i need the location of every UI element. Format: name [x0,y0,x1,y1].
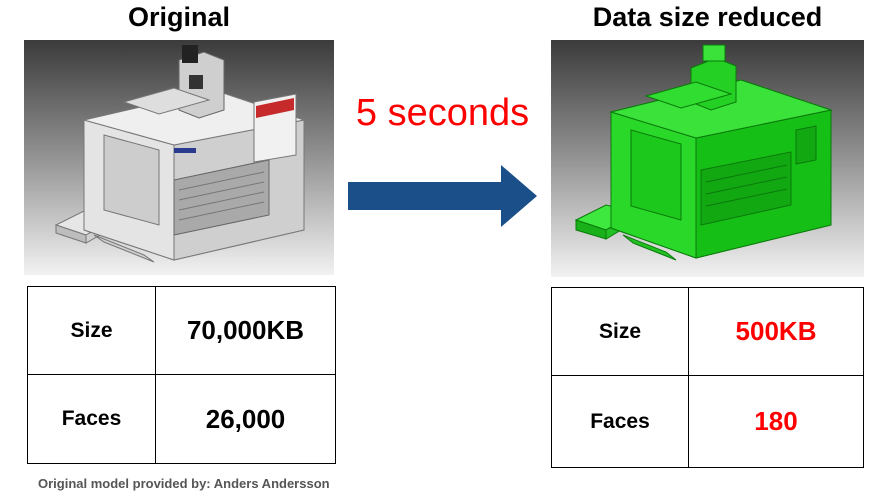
faces-value: 26,000 [155,374,336,464]
reduced-stats-table: Size 500KB Faces 180 [551,287,864,468]
table-row: Faces 26,000 [27,374,336,464]
original-stats-table: Size 70,000KB Faces 26,000 [27,286,336,464]
arrow-right-icon [348,165,537,227]
size-label: Size [551,287,689,376]
reduced-title: Data size reduced [592,2,823,32]
transition-label: 5 seconds [355,92,530,134]
faces-label: Faces [551,375,689,468]
reduced-model-image [551,40,864,277]
original-title: Original [127,2,230,32]
faces-value: 180 [688,375,864,468]
reduced-machining-center-icon [574,44,833,261]
size-value: 70,000KB [155,286,336,375]
table-row: Faces 180 [551,375,864,468]
size-value: 500KB [688,287,864,376]
table-row: Size 70,000KB [27,286,336,375]
faces-label: Faces [27,374,156,464]
size-label: Size [27,286,156,375]
table-row: Size 500KB [551,287,864,376]
machining-center-icon [54,45,306,263]
model-credit: Original model provided by: Anders Ander… [38,476,330,491]
original-model-image [24,40,334,275]
